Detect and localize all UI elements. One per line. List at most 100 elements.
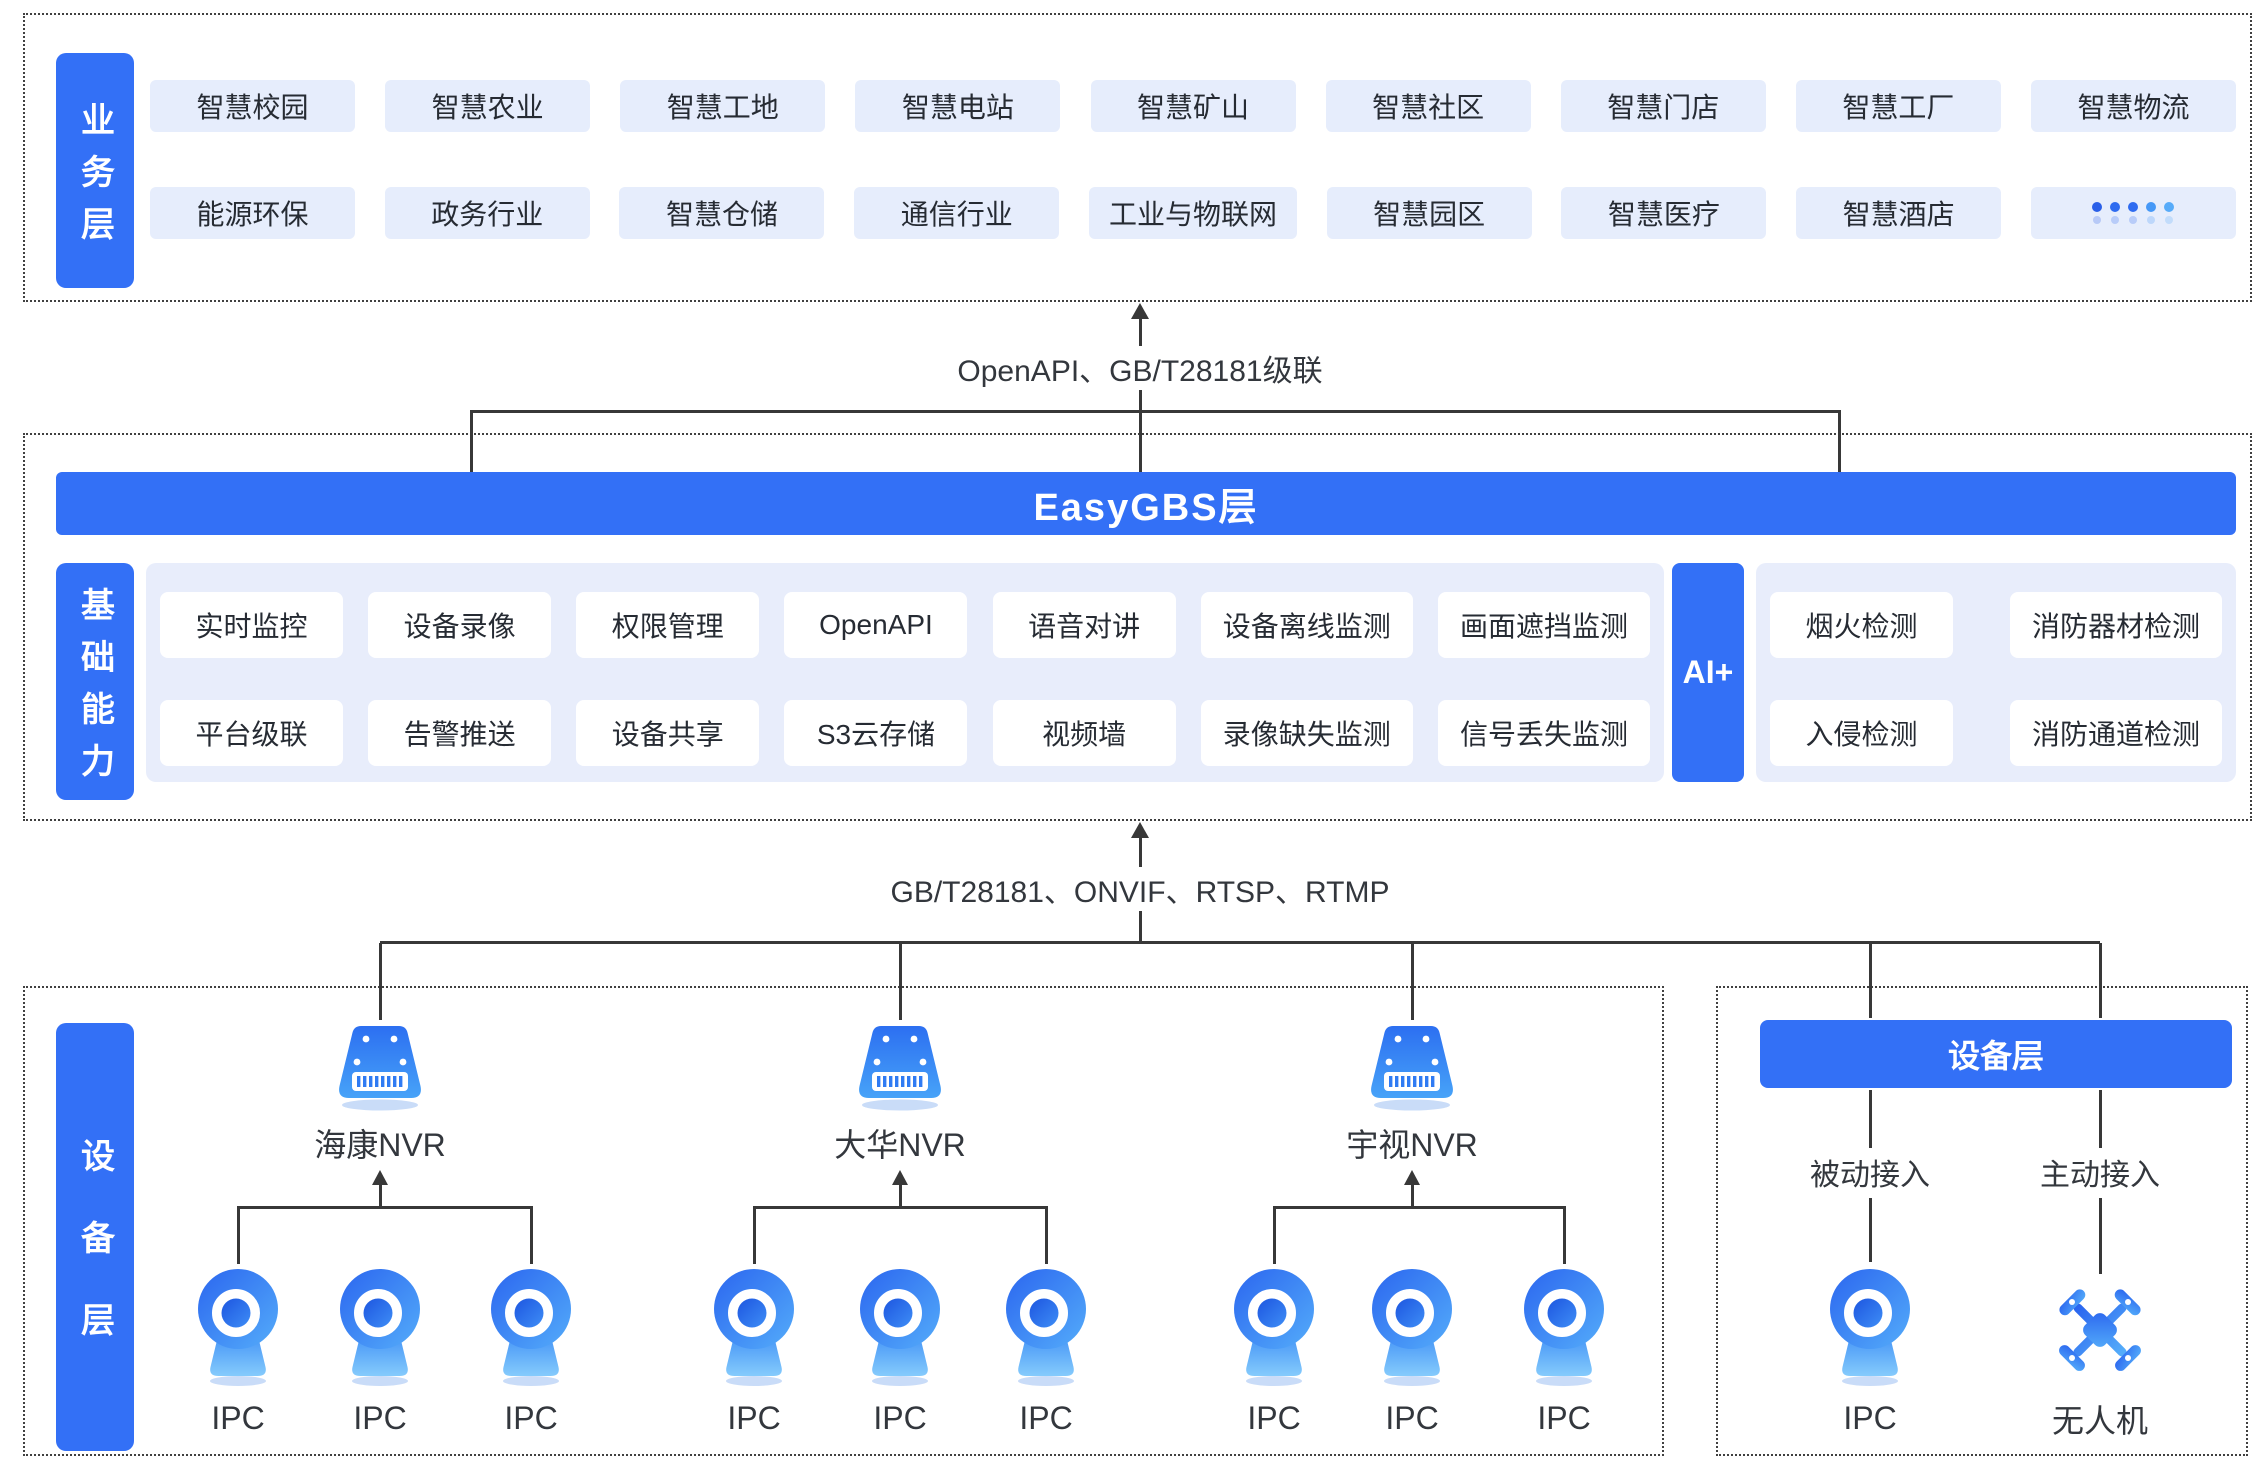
drone-label: 无人机 bbox=[2051, 1403, 2148, 1439]
ipc-camera-icon bbox=[186, 1264, 290, 1388]
connector-line bbox=[378, 1184, 382, 1209]
ipc-camera-icon bbox=[479, 1264, 583, 1388]
ipc-label: IPC bbox=[211, 1400, 265, 1436]
ipc-camera-icon bbox=[1512, 1264, 1616, 1388]
active-access-label: 主动接入 bbox=[2030, 1150, 2170, 1194]
ipc-label: IPC bbox=[353, 1400, 407, 1436]
ipc-label: IPC bbox=[1843, 1400, 1897, 1436]
nvr-unit: 大华NVR bbox=[790, 1020, 1010, 1166]
ai-chip: 消防通道检测 bbox=[2009, 700, 2222, 766]
ipc-camera-icon bbox=[848, 1264, 952, 1388]
ai-chip: 消防器材检测 bbox=[2009, 592, 2222, 658]
connector-line bbox=[2098, 1198, 2102, 1274]
ipc-label: IPC bbox=[1385, 1400, 1439, 1436]
ipc-unit: IPC bbox=[178, 1264, 298, 1437]
ipc-camera-icon bbox=[994, 1264, 1098, 1388]
ai-plus-label: AI+ bbox=[1672, 563, 1744, 782]
connector-line bbox=[754, 1206, 1046, 1209]
capability-chip: 信号丢失监测 bbox=[1437, 700, 1650, 766]
ipc-unit: IPC bbox=[320, 1264, 440, 1437]
business-tag: 智慧门店 bbox=[1560, 80, 1766, 132]
ai-chip: 入侵检测 bbox=[1770, 700, 1953, 766]
capability-chip: 平台级联 bbox=[160, 700, 343, 766]
business-tag: 能源环保 bbox=[150, 187, 355, 239]
connector-line bbox=[1562, 1206, 1566, 1264]
connector-line bbox=[529, 1206, 533, 1264]
drone-icon bbox=[2048, 1278, 2152, 1382]
device-panel-box bbox=[1716, 986, 2248, 1456]
business-tag-more bbox=[2030, 187, 2236, 239]
nvr-label: 宇视NVR bbox=[1346, 1127, 1478, 1163]
passive-access-label: 被动接入 bbox=[1800, 1150, 1940, 1194]
capability-chip: 实时监控 bbox=[160, 592, 343, 658]
bottom-connector-label: GB/T28181、ONVIF、RTSP、RTMP bbox=[874, 867, 1406, 911]
nvr-icon bbox=[1360, 1020, 1464, 1112]
ipc-label: IPC bbox=[1019, 1400, 1073, 1436]
capability-chip: OpenAPI bbox=[784, 592, 968, 658]
connector-line bbox=[1044, 1206, 1048, 1264]
business-tag: 工业与物联网 bbox=[1088, 187, 1297, 239]
connector-line bbox=[752, 1206, 756, 1264]
ai-row-1: 烟火检测 消防器材检测 bbox=[1770, 592, 2222, 658]
business-tag: 政务行业 bbox=[384, 187, 590, 239]
business-tags-row-2: 能源环保 政务行业 智慧仓储 通信行业 工业与物联网 智慧园区 智慧医疗 智慧酒… bbox=[150, 187, 2236, 239]
business-tag: 智慧矿山 bbox=[1090, 80, 1296, 132]
easygbs-layer-box bbox=[23, 433, 2252, 821]
ipc-camera-icon bbox=[1222, 1264, 1326, 1388]
ipc-camera-icon bbox=[328, 1264, 432, 1388]
ipc-unit: IPC bbox=[1810, 1264, 1930, 1437]
up-arrow-icon bbox=[892, 1170, 908, 1185]
easygbs-layer-title-bar: EasyGBS层 bbox=[56, 472, 2236, 535]
nvr-label: 海康NVR bbox=[314, 1127, 446, 1163]
capability-chip: 视频墙 bbox=[992, 700, 1176, 766]
ipc-camera-icon bbox=[1360, 1264, 1464, 1388]
business-tag: 智慧农业 bbox=[385, 80, 591, 132]
business-tag: 智慧物流 bbox=[2031, 80, 2236, 132]
device-layer-box bbox=[23, 986, 1664, 1456]
ipc-label: IPC bbox=[504, 1400, 558, 1436]
capability-chip: 设备共享 bbox=[576, 700, 760, 766]
ipc-unit: IPC bbox=[986, 1264, 1106, 1437]
connector-line bbox=[471, 410, 1839, 413]
business-tag: 智慧酒店 bbox=[1796, 187, 2002, 239]
business-tags-row-1: 智慧校园 智慧农业 智慧工地 智慧电站 智慧矿山 智慧社区 智慧门店 智慧工厂 … bbox=[150, 80, 2236, 132]
business-tag: 智慧园区 bbox=[1326, 187, 1532, 239]
ipc-unit: IPC bbox=[1352, 1264, 1472, 1437]
connector-line bbox=[898, 943, 902, 1020]
ellipsis-icon bbox=[2085, 199, 2181, 227]
connector-line bbox=[1868, 1198, 1872, 1262]
connector-line bbox=[1868, 943, 1872, 1018]
ipc-label: IPC bbox=[873, 1400, 927, 1436]
capability-chip: 设备录像 bbox=[368, 592, 552, 658]
up-arrow-icon bbox=[372, 1170, 388, 1185]
capability-row-2: 平台级联 告警推送 设备共享 S3云存储 视频墙 录像缺失监测 信号丢失监测 bbox=[160, 700, 1650, 766]
connector-line bbox=[1868, 1090, 1872, 1148]
capability-row-1: 实时监控 设备录像 权限管理 OpenAPI 语音对讲 设备离线监测 画面遮挡监… bbox=[160, 592, 1650, 658]
device-layer-label: 设备层 bbox=[56, 1023, 134, 1451]
connector-line bbox=[898, 1184, 902, 1209]
ipc-unit: IPC bbox=[1504, 1264, 1624, 1437]
capability-chip: 权限管理 bbox=[576, 592, 760, 658]
connector-line bbox=[1410, 943, 1414, 1020]
connector-line bbox=[378, 943, 382, 1020]
up-arrow-icon bbox=[1131, 303, 1149, 319]
connector-line bbox=[236, 1206, 240, 1264]
business-layer-box bbox=[23, 13, 2252, 302]
capability-chip: S3云存储 bbox=[784, 700, 968, 766]
ipc-unit: IPC bbox=[840, 1264, 960, 1437]
business-tag: 智慧工厂 bbox=[1795, 80, 2001, 132]
connector-line bbox=[1138, 317, 1142, 472]
business-tag: 智慧医疗 bbox=[1561, 187, 1767, 239]
nvr-label: 大华NVR bbox=[834, 1127, 966, 1163]
ipc-label: IPC bbox=[1247, 1400, 1301, 1436]
drone-unit: 无人机 bbox=[2040, 1278, 2160, 1442]
capability-chip: 录像缺失监测 bbox=[1200, 700, 1413, 766]
top-connector-label: OpenAPI、GB/T28181级联 bbox=[941, 346, 1339, 390]
business-layer-label: 业务层 bbox=[56, 53, 134, 288]
connector-line bbox=[1272, 1206, 1276, 1264]
ai-row-2: 入侵检测 消防通道检测 bbox=[1770, 700, 2222, 766]
connector-line bbox=[238, 1206, 531, 1209]
nvr-icon bbox=[328, 1020, 432, 1112]
connector-line bbox=[469, 410, 473, 472]
